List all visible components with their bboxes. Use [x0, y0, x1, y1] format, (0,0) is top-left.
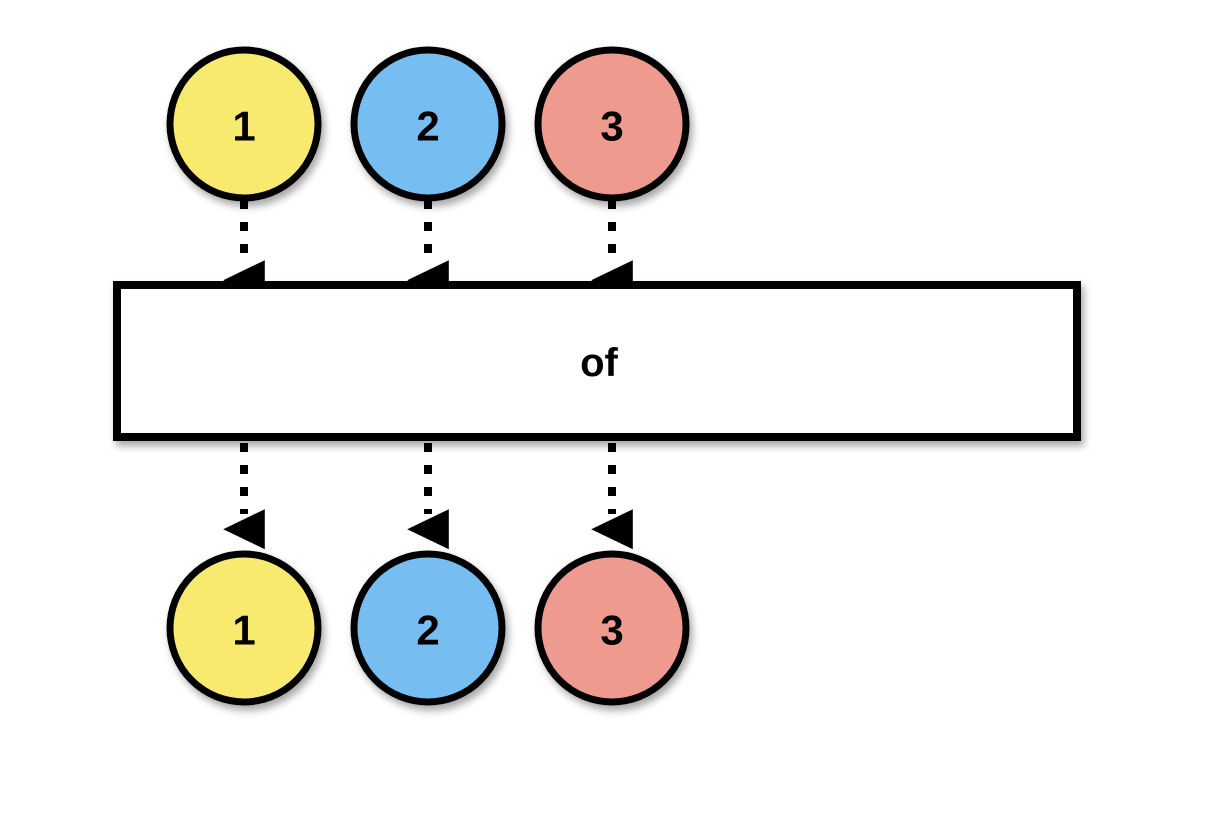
output-dashed-arrow-group — [223, 443, 633, 550]
output-node-1-circle[interactable] — [166, 550, 322, 706]
input-node-2[interactable]: 2 — [350, 46, 506, 202]
output-node-3-circle[interactable] — [534, 550, 690, 706]
input-node-3-label: 3 — [600, 103, 623, 150]
input-node-3[interactable]: 3 — [534, 46, 690, 202]
process-box-label: of — [580, 341, 618, 385]
process-box-rect[interactable] — [113, 281, 1081, 441]
output-node-2-label: 2 — [416, 607, 439, 654]
output-node-3-label: 3 — [600, 607, 623, 654]
input-node-1-label: 1 — [232, 103, 255, 150]
input-node-2-circle[interactable] — [350, 46, 506, 202]
output-node-3[interactable]: 3 — [534, 550, 690, 706]
process-box[interactable]: of — [113, 281, 1081, 441]
input-node-group: 1 2 3 — [166, 46, 690, 202]
input-dashed-arrow-group — [223, 200, 633, 301]
input-node-2-label: 2 — [416, 103, 439, 150]
output-node-2-circle[interactable] — [350, 550, 506, 706]
input-node-1[interactable]: 1 — [166, 46, 322, 202]
output-node-1-label: 1 — [232, 607, 255, 654]
input-node-3-circle[interactable] — [534, 46, 690, 202]
input-node-1-circle[interactable] — [166, 46, 322, 202]
output-node-2[interactable]: 2 — [350, 550, 506, 706]
output-node-1[interactable]: 1 — [166, 550, 322, 706]
output-node-group: 1 2 3 — [166, 550, 690, 706]
